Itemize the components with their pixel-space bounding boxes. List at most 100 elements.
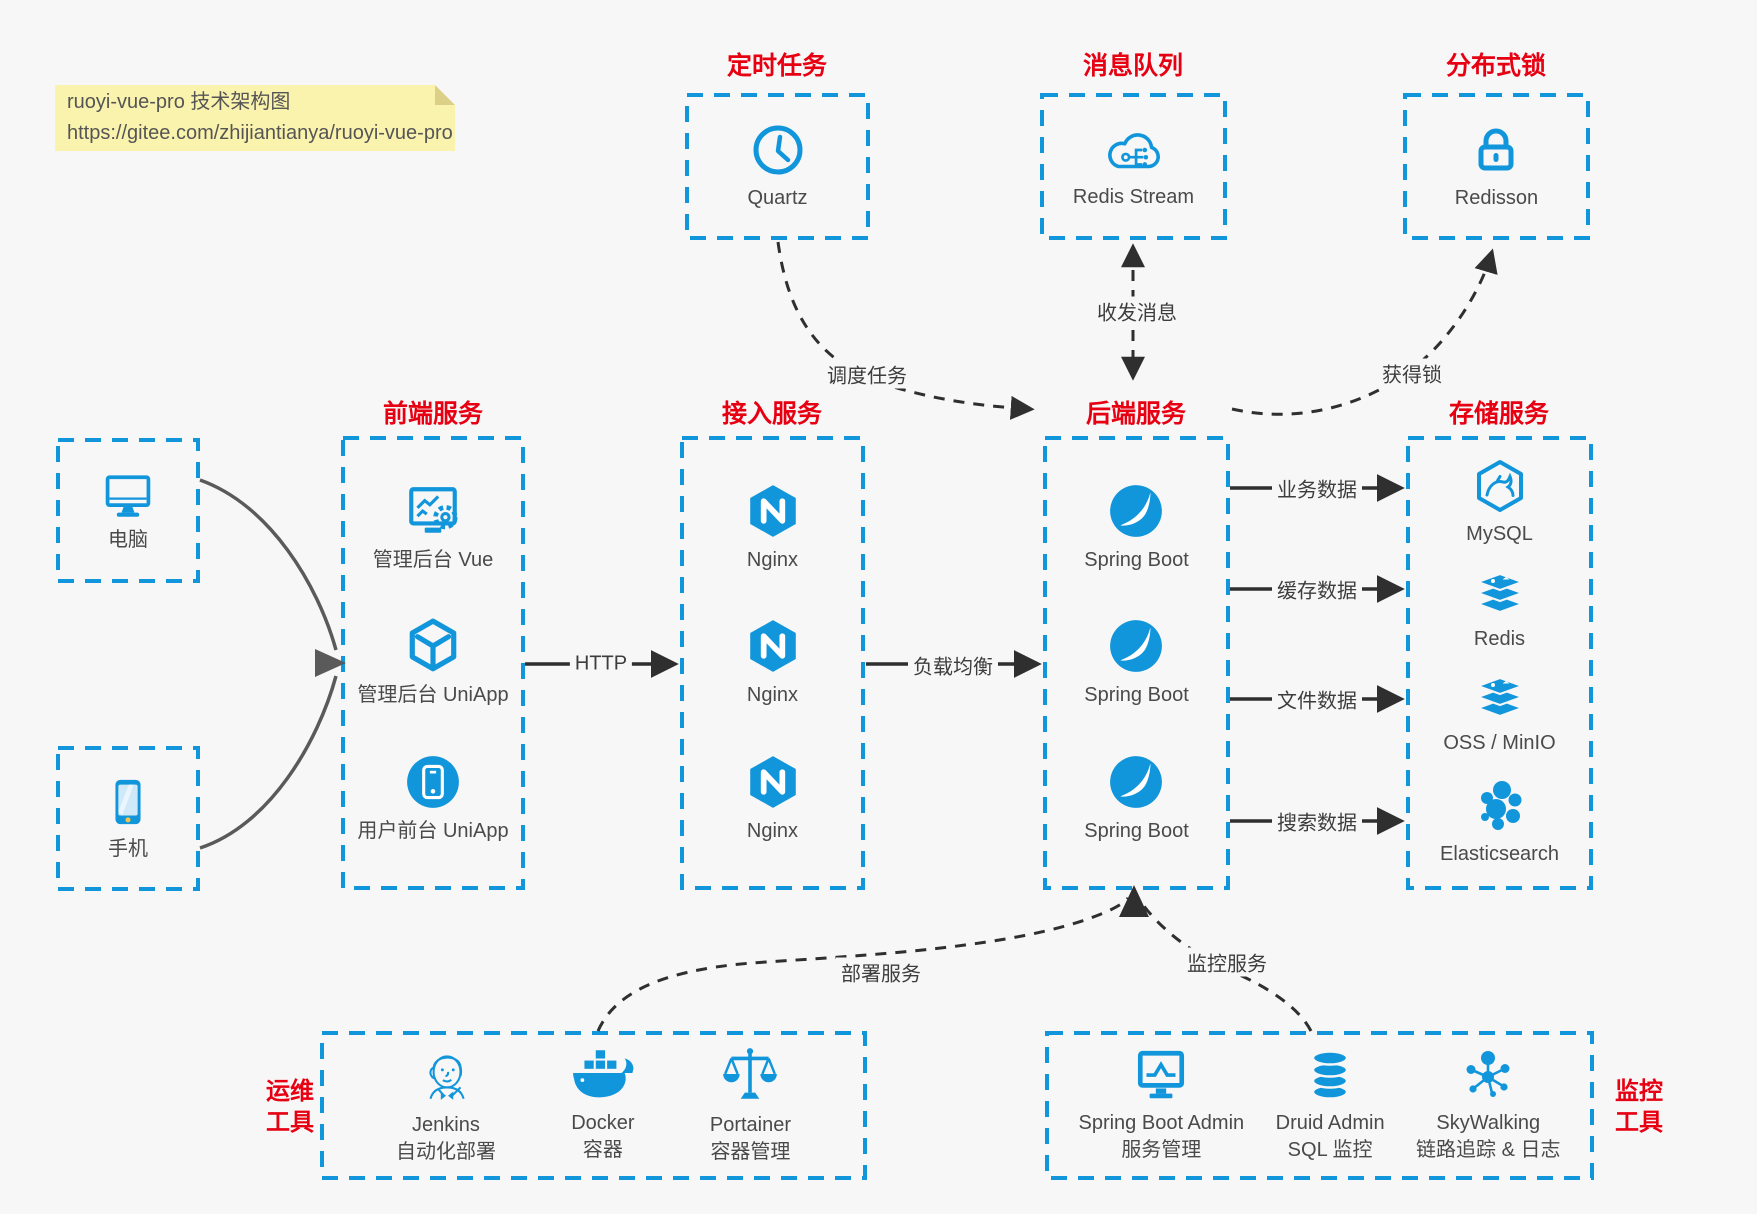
node-redis-stream: Redis Stream bbox=[1073, 123, 1194, 211]
sticky-note: ruoyi-vue-pro 技术架构图 https://gitee.com/zh… bbox=[55, 85, 455, 151]
node-label: Spring Boot Admin bbox=[1078, 1112, 1245, 1134]
druid-db-icon bbox=[1311, 1050, 1349, 1100]
node-label: 管理后台 Vue bbox=[372, 548, 494, 571]
edge-label-file-data: 文件数据 bbox=[1272, 684, 1362, 714]
gateway-box-border bbox=[680, 436, 865, 890]
node-label: 手机 bbox=[108, 837, 148, 860]
title-frontend: 前端服务 bbox=[382, 400, 484, 428]
edge-label-acquire-lock: 获得锁 bbox=[1377, 358, 1447, 388]
node-label: OSS / MinIO bbox=[1443, 732, 1556, 755]
edge-label-monitor: 监控服务 bbox=[1182, 947, 1272, 977]
scheduled-box: Quartz bbox=[687, 95, 868, 238]
node-quartz: Quartz bbox=[747, 122, 808, 212]
storage-box-border bbox=[1406, 436, 1593, 890]
sba-monitor-icon bbox=[1138, 1050, 1185, 1099]
node-label: Docker bbox=[571, 1112, 635, 1134]
edge-pc-to-frontend bbox=[199, 478, 338, 651]
node-nginx-3: Nginx bbox=[744, 753, 802, 845]
node-redis: Redis bbox=[1472, 569, 1528, 653]
edge-deploy-curve bbox=[596, 896, 1130, 1032]
note-title: ruoyi-vue-pro 技术架构图 bbox=[67, 91, 291, 113]
node-sublabel: 容器管理 bbox=[710, 1141, 791, 1163]
node-mysql: MySQL bbox=[1466, 458, 1533, 548]
scheduled-box-border bbox=[685, 93, 870, 240]
node-portainer: Portainer 容器管理 bbox=[710, 1045, 791, 1166]
node-label: Quartz bbox=[747, 186, 808, 209]
monitor-box-border bbox=[1045, 1031, 1594, 1180]
redis-stack-icon bbox=[1474, 572, 1525, 613]
cloud-stream-icon bbox=[1107, 132, 1160, 168]
node-skywalking: SkyWalking 链路追踪 & 日志 bbox=[1416, 1047, 1561, 1164]
node-label: SkyWalking bbox=[1436, 1112, 1541, 1134]
edge-acquire-lock-curve bbox=[1231, 248, 1498, 416]
pc-box: 电脑 bbox=[58, 440, 198, 581]
edge-label-http: HTTP bbox=[569, 652, 633, 676]
node-label: Nginx bbox=[746, 819, 799, 842]
phone-icon bbox=[115, 779, 141, 824]
devops-box-border bbox=[320, 1031, 867, 1180]
node-label: Spring Boot bbox=[1084, 684, 1189, 706]
node-sublabel: 链路追踪 & 日志 bbox=[1416, 1139, 1561, 1161]
node-sublabel: 容器 bbox=[582, 1139, 623, 1161]
backend-box: Spring Boot Spring Boot Spring Boot bbox=[1045, 438, 1228, 888]
node-druid: Druid Admin SQL 监控 bbox=[1276, 1047, 1385, 1164]
node-sublabel: 服务管理 bbox=[1121, 1139, 1202, 1161]
node-springboot-admin: Spring Boot Admin 服务管理 bbox=[1078, 1047, 1244, 1164]
title-monitor: 监控 工具 bbox=[1615, 1078, 1663, 1136]
title-storage: 存储服务 bbox=[1448, 400, 1550, 428]
storage-box: MySQL Redis OSS / MinIO bbox=[1408, 438, 1591, 888]
phone-box: 手机 bbox=[58, 748, 198, 889]
nginx-icon bbox=[749, 620, 796, 672]
node-springboot-3: Spring Boot bbox=[1084, 753, 1189, 845]
edge-phone-to-frontend bbox=[199, 675, 338, 850]
nginx-icon bbox=[749, 484, 796, 537]
node-label: Elasticsearch bbox=[1440, 842, 1559, 865]
backend-box-border bbox=[1043, 436, 1230, 890]
user-app-icon bbox=[407, 755, 459, 808]
phone-box-border bbox=[56, 746, 200, 891]
note-fold-corner bbox=[435, 85, 455, 105]
edge-label-search-data: 搜索数据 bbox=[1272, 806, 1362, 836]
backend-bottom-arrowhead bbox=[1119, 885, 1149, 917]
node-label: MySQL bbox=[1466, 523, 1533, 546]
node-pc: 电脑 bbox=[100, 468, 156, 554]
title-backend: 后端服务 bbox=[1085, 400, 1187, 428]
mysql-icon bbox=[1476, 460, 1523, 513]
edge-label-load-balance: 负载均衡 bbox=[908, 650, 998, 680]
node-springboot-2: Spring Boot bbox=[1084, 617, 1189, 709]
edge-label-business-data: 业务数据 bbox=[1272, 473, 1362, 503]
node-oss-minio: OSS / MinIO bbox=[1443, 673, 1556, 757]
node-label: Redisson bbox=[1454, 186, 1539, 209]
note-url: https://gitee.com/zhijiantianya/ruoyi-vu… bbox=[67, 122, 453, 144]
node-label: Druid Admin bbox=[1275, 1112, 1385, 1134]
spring-icon bbox=[1110, 620, 1163, 672]
node-elasticsearch: Elasticsearch bbox=[1440, 778, 1559, 868]
clock-icon bbox=[753, 125, 802, 174]
desktop-icon bbox=[105, 474, 151, 517]
node-nginx-2: Nginx bbox=[744, 617, 802, 709]
node-jenkins: Jenkins 自动化部署 bbox=[396, 1045, 496, 1166]
lock-box: Redisson bbox=[1405, 95, 1588, 238]
oss-stack-icon bbox=[1474, 677, 1525, 718]
jenkins-icon bbox=[429, 1055, 465, 1100]
node-admin-uniapp: 管理后台 UniApp bbox=[357, 617, 509, 709]
spring-icon bbox=[1110, 484, 1163, 537]
devops-box: Jenkins 自动化部署 Docker 容器 bbox=[322, 1033, 865, 1178]
node-sublabel: 自动化部署 bbox=[395, 1141, 496, 1163]
skywalking-icon bbox=[1466, 1051, 1510, 1097]
node-label: Nginx bbox=[746, 684, 799, 706]
title-mq: 消息队列 bbox=[1082, 52, 1184, 80]
node-admin-vue: 管理后台 Vue bbox=[373, 482, 493, 574]
node-label: Nginx bbox=[746, 548, 799, 571]
mq-box-border bbox=[1040, 93, 1227, 240]
edge-label-cache-data: 缓存数据 bbox=[1272, 574, 1362, 604]
node-label: 管理后台 UniApp bbox=[357, 684, 509, 706]
frontend-box: 管理后台 Vue 管理后台 UniApp 用户前台 UniApp bbox=[343, 438, 523, 888]
title-gateway: 接入服务 bbox=[721, 400, 823, 428]
edge-label-schedule: 调度任务 bbox=[822, 359, 912, 389]
elasticsearch-icon bbox=[1480, 780, 1521, 830]
title-scheduled: 定时任务 bbox=[726, 52, 828, 80]
admin-vue-icon bbox=[409, 486, 458, 533]
uniapp-cube-icon bbox=[409, 618, 457, 672]
